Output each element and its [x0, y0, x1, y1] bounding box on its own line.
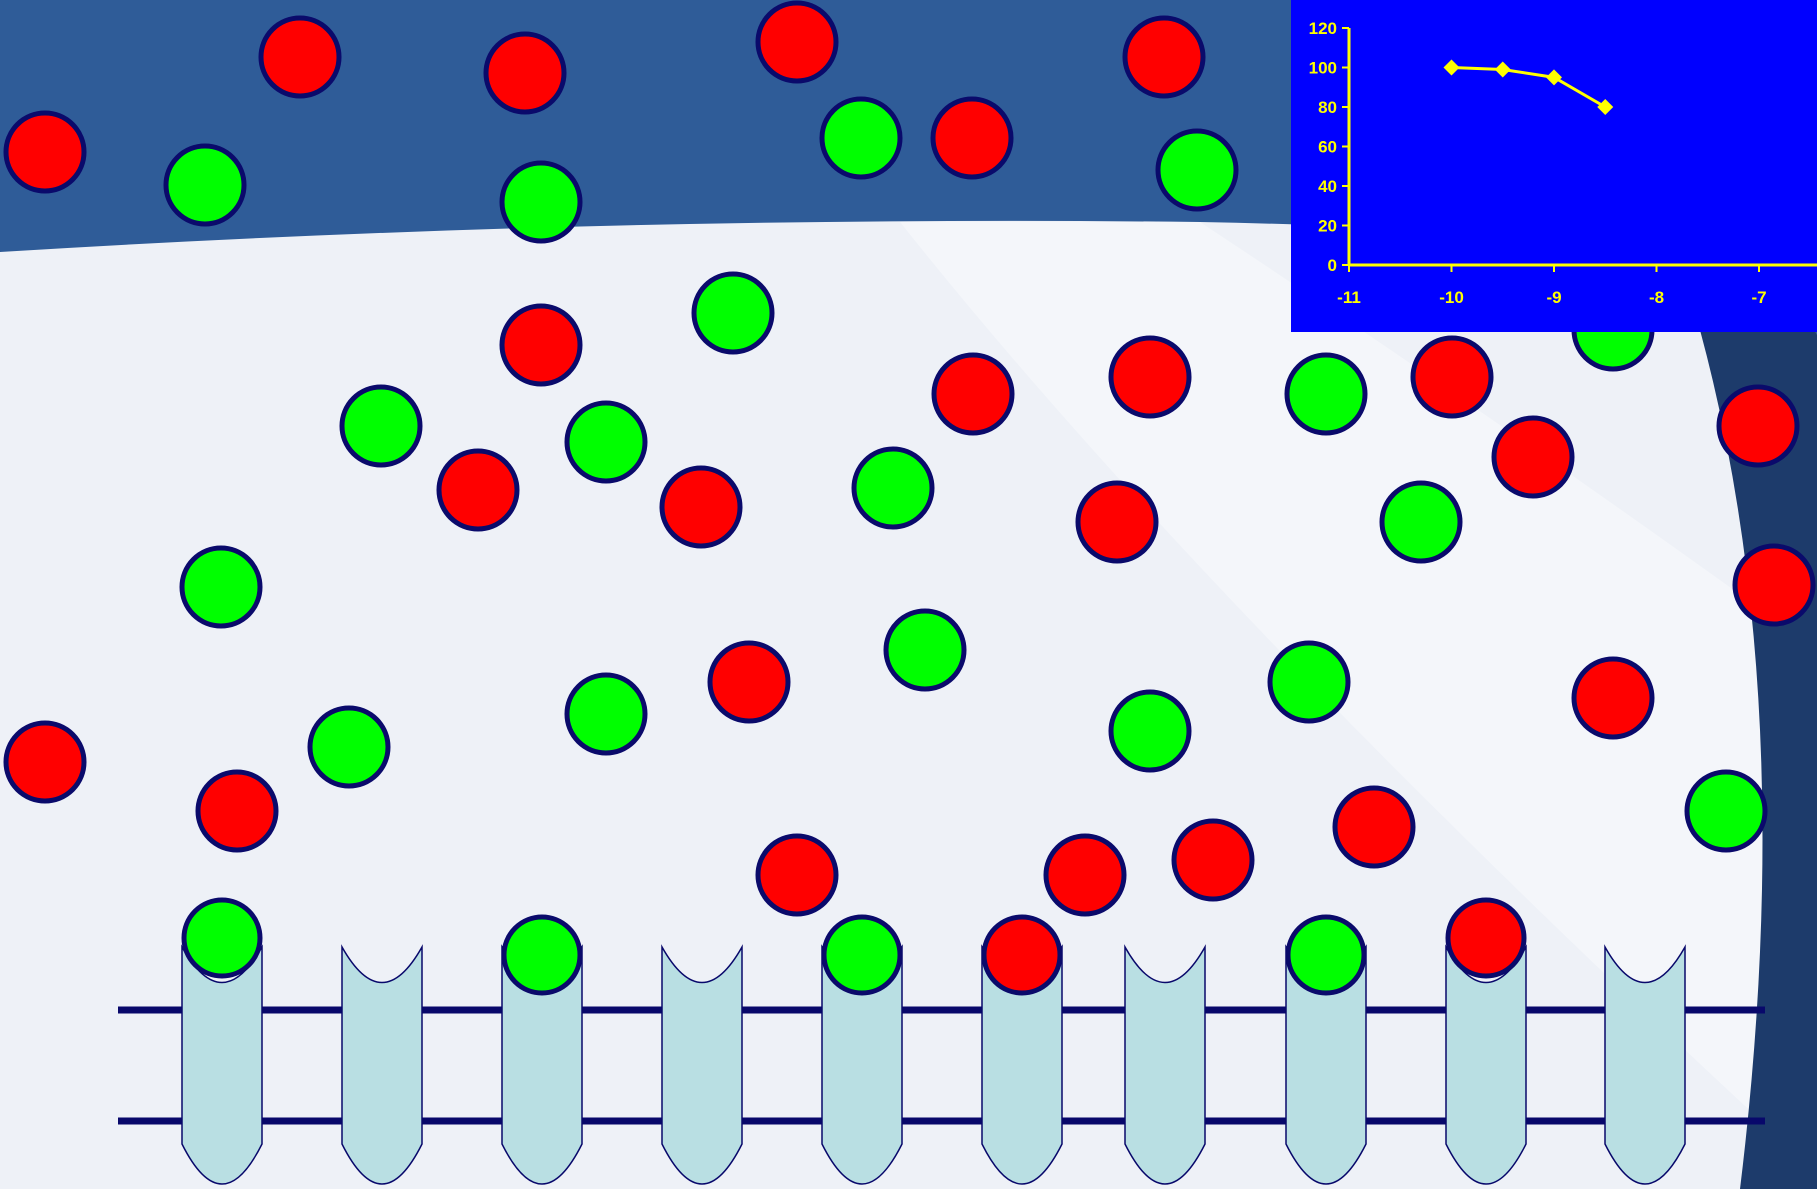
red-ligand — [1125, 18, 1203, 96]
green-ligand — [567, 403, 645, 481]
receptor-channel — [1125, 947, 1205, 1184]
y-tick-label: 60 — [1318, 138, 1337, 157]
receptor-channel — [342, 947, 422, 1184]
bound-green-ligand — [504, 917, 580, 993]
receptor-channel — [1605, 947, 1685, 1184]
green-ligand — [1287, 355, 1365, 433]
bound-red-ligand — [984, 917, 1060, 993]
x-tick-label: -8 — [1649, 288, 1664, 307]
red-ligand — [662, 468, 740, 546]
x-tick-label: -7 — [1751, 288, 1766, 307]
green-ligand — [822, 99, 900, 177]
green-ligand — [166, 146, 244, 224]
x-tick-label: -9 — [1546, 288, 1561, 307]
receptor-channel — [662, 947, 742, 1184]
data-point-marker — [1546, 69, 1562, 85]
green-ligand — [886, 611, 964, 689]
red-ligand — [1735, 546, 1813, 624]
y-tick-label: 80 — [1318, 98, 1337, 117]
red-ligand — [1111, 338, 1189, 416]
red-ligand — [1046, 836, 1124, 914]
green-ligand — [1270, 643, 1348, 721]
red-ligand — [502, 306, 580, 384]
red-ligand — [1413, 338, 1491, 416]
red-ligand — [1494, 418, 1572, 496]
green-ligand — [1158, 131, 1236, 209]
red-ligand — [1078, 483, 1156, 561]
receptor-channel — [182, 947, 262, 1184]
dose-response-chart: 0 20 40 60 80 100 120 -11 -10 -9 -8 -7 — [1291, 0, 1817, 332]
red-ligand — [1719, 387, 1797, 465]
bound-green-ligand — [1288, 917, 1364, 993]
red-ligand — [710, 643, 788, 721]
red-ligand — [198, 772, 276, 850]
data-point-marker — [1597, 99, 1613, 115]
y-tick-label: 120 — [1309, 19, 1337, 38]
green-ligand — [310, 708, 388, 786]
receptor-channel — [1446, 947, 1526, 1184]
series-line — [1452, 68, 1606, 108]
bound-red-ligand — [1448, 900, 1524, 976]
red-ligand — [439, 451, 517, 529]
red-ligand — [6, 723, 84, 801]
green-ligand — [1687, 772, 1765, 850]
green-ligand — [342, 387, 420, 465]
green-ligand — [182, 548, 260, 626]
bound-green-ligand — [824, 917, 900, 993]
y-tick-label: 0 — [1328, 256, 1337, 275]
red-ligand — [1574, 659, 1652, 737]
green-ligand — [1382, 483, 1460, 561]
y-tick-label: 100 — [1309, 59, 1337, 78]
x-tick-label: -11 — [1337, 288, 1361, 307]
red-ligand — [486, 34, 564, 112]
green-ligand — [694, 274, 772, 352]
bound-green-ligand — [184, 900, 260, 976]
red-ligand — [1174, 821, 1252, 899]
red-ligand — [934, 355, 1012, 433]
red-ligand — [261, 18, 339, 96]
chart-canvas: 0 20 40 60 80 100 120 -11 -10 -9 -8 -7 — [1291, 0, 1817, 332]
red-ligand — [1335, 788, 1413, 866]
red-ligand — [758, 836, 836, 914]
red-ligand — [933, 99, 1011, 177]
green-ligand — [502, 163, 580, 241]
red-ligand — [758, 3, 836, 81]
green-ligand — [1111, 692, 1189, 770]
data-point-marker — [1495, 61, 1511, 77]
x-tick-label: -10 — [1439, 288, 1464, 307]
data-point-marker — [1444, 60, 1460, 76]
green-ligand — [567, 675, 645, 753]
y-tick-label: 40 — [1318, 177, 1337, 196]
green-ligand — [854, 449, 932, 527]
y-tick-label: 20 — [1318, 217, 1337, 236]
red-ligand — [6, 113, 84, 191]
